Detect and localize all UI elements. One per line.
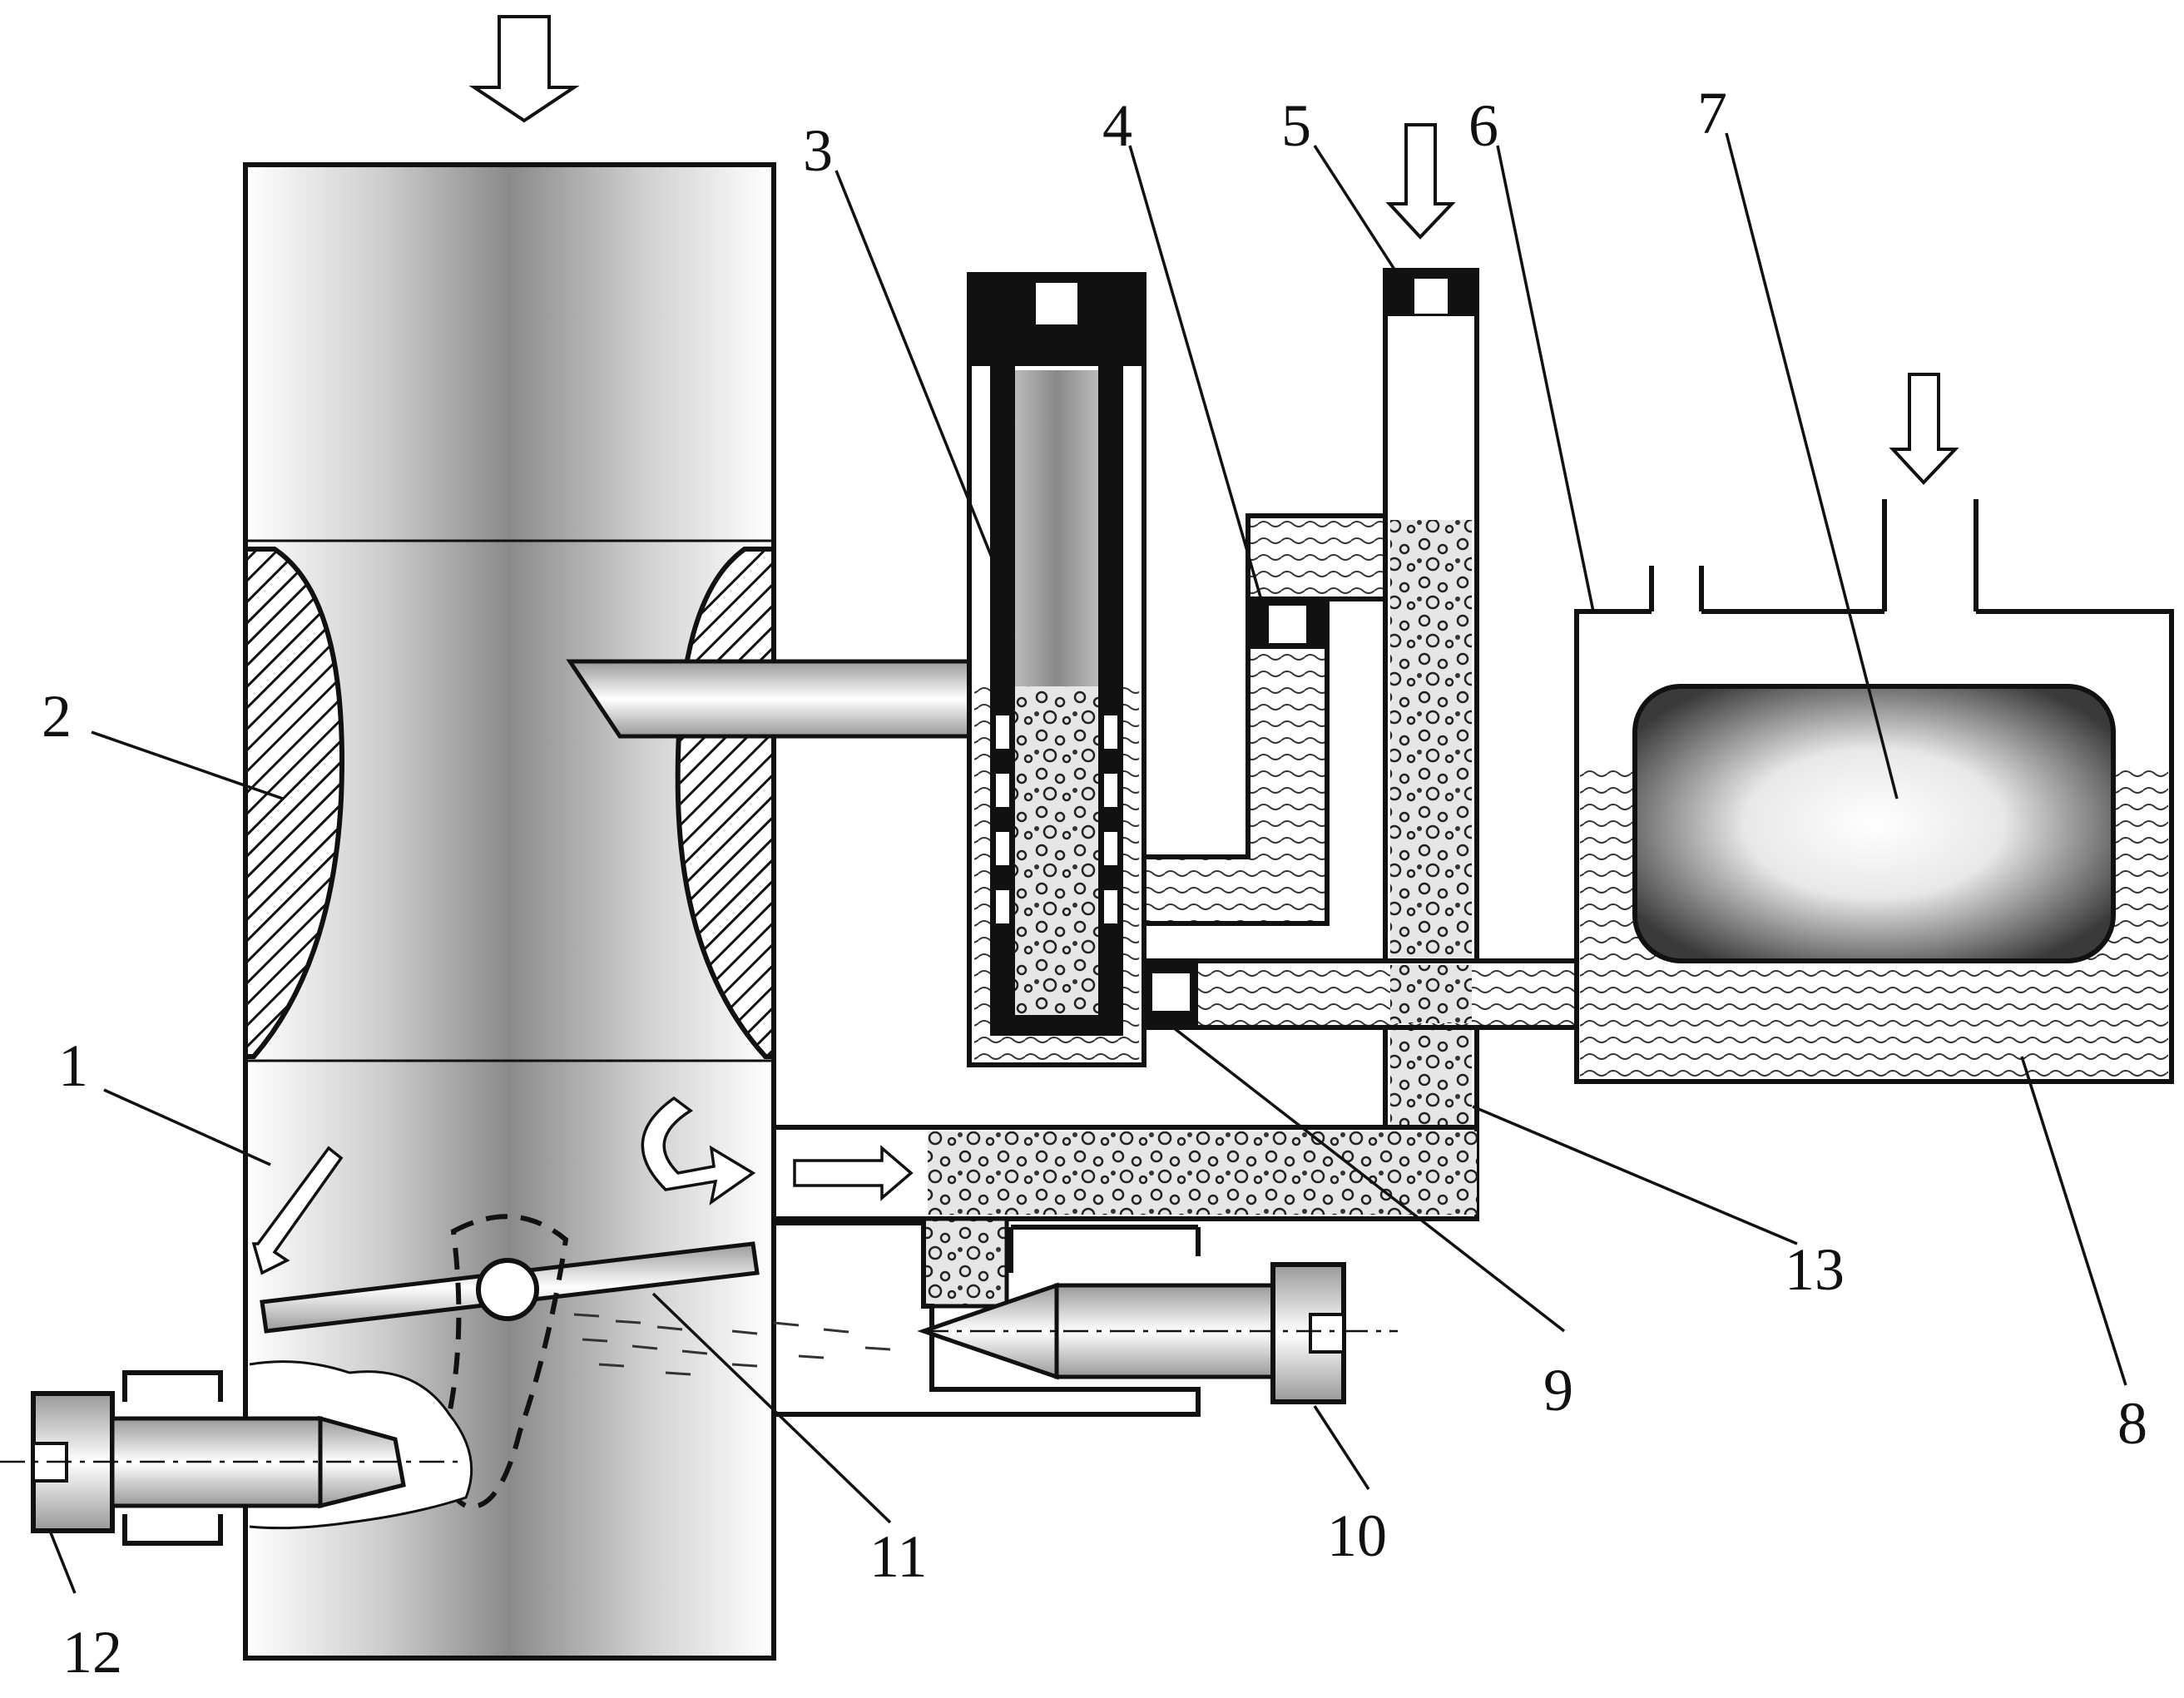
- callout-9: 9: [1543, 1357, 1573, 1423]
- callout-3: 3: [803, 117, 833, 184]
- air-inlet-arrow-icon: [468, 15, 580, 123]
- callout-labels: 1 2 3 4 5 6 7 8 9 10 11 12 13: [42, 80, 2147, 1686]
- callout-1: 1: [58, 1032, 88, 1099]
- callout-4: 4: [1102, 92, 1132, 159]
- main-nozzle: [566, 659, 972, 739]
- callout-6: 6: [1468, 92, 1498, 159]
- idle-channel: [771, 1125, 1479, 1309]
- callout-5: 5: [1281, 92, 1311, 159]
- callout-11: 11: [869, 1523, 927, 1590]
- callout-2: 2: [42, 683, 72, 750]
- callout-8: 8: [2117, 1390, 2147, 1457]
- idle-mixture-screw: [774, 1220, 1398, 1417]
- float-chamber: [1574, 373, 2174, 1084]
- leader-lines: [48, 132, 2127, 1594]
- callout-10: 10: [1327, 1502, 1387, 1569]
- flow-arrows: [251, 1096, 756, 1275]
- throttle-stop-screw: [0, 1360, 473, 1546]
- throttle-valve: [260, 1214, 891, 1509]
- callout-12: 12: [62, 1619, 122, 1686]
- idle-fuel-passage: [1142, 513, 1417, 926]
- callout-7: 7: [1697, 80, 1727, 146]
- idle-air-bleed: [1383, 123, 1479, 1221]
- main-jet-passage: [1142, 958, 1579, 1030]
- emulsion-tube-assembly: [967, 272, 1146, 1067]
- callout-13: 13: [1785, 1236, 1845, 1303]
